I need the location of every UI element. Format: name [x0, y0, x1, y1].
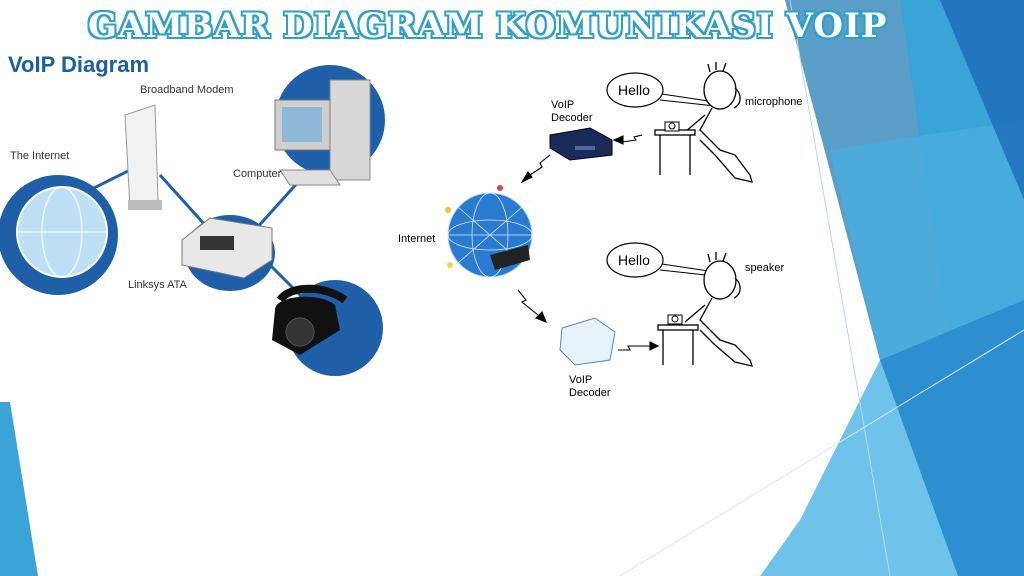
voip-decoder-bottom-icon: [560, 318, 615, 365]
slide-title: Gambar Diagram Komunikasi VoIP: [88, 6, 887, 46]
modem-icon: [125, 105, 162, 210]
person-bottom-icon: [658, 252, 752, 366]
label-voip-decoder-top: VoIP Decoder: [551, 99, 593, 125]
label-voip-decoder-bottom-line2: Decoder: [569, 387, 611, 400]
desk-phone-bottom-icon: [668, 315, 682, 324]
right-voip-diagram: [390, 60, 810, 420]
label-computer: Computer: [233, 168, 281, 180]
label-voip-decoder-bottom-line1: VoIP: [569, 374, 611, 387]
label-internet: Internet: [398, 233, 435, 246]
desk-phone-top-icon: [665, 122, 679, 131]
voip-decoder-top-icon: [550, 128, 612, 160]
bubble-top-text: Hello: [618, 82, 650, 98]
label-linksys-ata: Linksys ATA: [128, 279, 187, 291]
label-speaker: speaker: [745, 262, 784, 275]
internet-globe-icon: [445, 185, 532, 277]
label-voip-decoder-bottom: VoIP Decoder: [569, 374, 611, 400]
left-voip-diagram: [0, 60, 400, 405]
label-microphone: microphone: [745, 96, 802, 109]
label-voip-decoder-top-line2: Decoder: [551, 112, 593, 125]
label-voip-decoder-top-line1: VoIP: [551, 99, 593, 112]
label-the-internet: The Internet: [10, 150, 69, 162]
bubble-bottom-text: Hello: [618, 252, 650, 268]
label-broadband-modem: Broadband Modem: [140, 84, 234, 96]
